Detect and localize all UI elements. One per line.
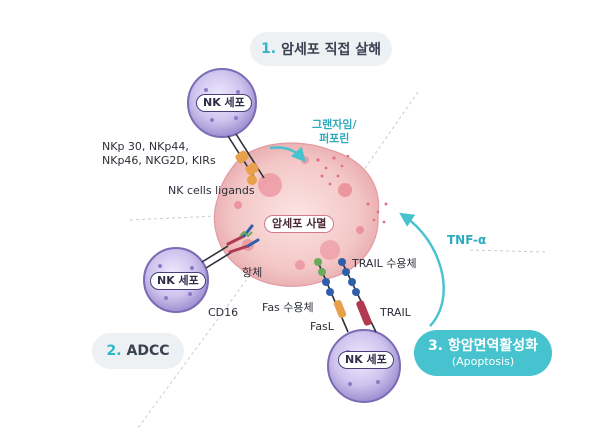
- receptor-list: NKp 30, NKp44, NKp46, NKG2D, KIRs: [102, 140, 216, 168]
- granzyme-label: 그랜자임/ 퍼포린: [312, 118, 357, 146]
- trail-label: TRAIL: [380, 306, 411, 319]
- trail-receptor-label: TRAIL 수용체: [352, 257, 417, 270]
- mechanism-immune-sub: (Apoptosis): [451, 354, 515, 368]
- granule-dots: [316, 154, 388, 224]
- nk-cell-bottom-label: NK 세포: [338, 351, 394, 370]
- cancer-cell-label: 암세포 사멸: [264, 215, 335, 234]
- mechanism-adcc-label: ADCC: [126, 343, 170, 359]
- mechanism-immune-label: 3. 항암면역활성화: [428, 338, 538, 355]
- mechanism-immune-number: 3.: [427, 338, 443, 354]
- mechanism-adcc: 2. ADCC: [92, 333, 184, 369]
- mechanism-direct-number: 1.: [261, 41, 277, 57]
- ligands-label: NK cells ligands: [168, 184, 255, 197]
- tnf-arrow: [399, 212, 445, 327]
- granzyme-line-2: 퍼포린: [319, 131, 350, 145]
- granzyme-line-1: 그랜자임/: [312, 118, 357, 131]
- granzyme-arrow: [269, 146, 306, 163]
- cd16-label: CD16: [208, 306, 239, 319]
- nk-receptor: [227, 133, 265, 185]
- fasl-label: FasL: [310, 320, 334, 333]
- trail-pathway: [338, 258, 377, 333]
- mechanism-adcc-number: 2.: [106, 343, 122, 359]
- antibody-label: 항체: [242, 266, 263, 279]
- receptor-line-1: NKp 30, NKp44,: [102, 140, 189, 153]
- mechanism-immune-title: 항암면역활성화: [447, 338, 539, 354]
- antibody-cd16: [201, 224, 260, 269]
- nk-cell-top-label: NK 세포: [196, 94, 252, 113]
- nk-cell-left-label: NK 세포: [150, 272, 206, 291]
- mechanism-immune-activation: 3. 항암면역활성화 (Apoptosis): [414, 330, 552, 376]
- mechanism-direct-kill: 1. 암세포 직접 살해: [250, 32, 392, 66]
- tnf-label: TNF-α: [447, 233, 487, 247]
- receptor-line-2: NKp46, NKG2D, KIRs: [102, 153, 216, 167]
- fas-receptor-label: Fas 수용체: [262, 301, 314, 314]
- fas-pathway: [314, 258, 349, 333]
- mechanism-direct-label: 암세포 직접 살해: [281, 42, 381, 58]
